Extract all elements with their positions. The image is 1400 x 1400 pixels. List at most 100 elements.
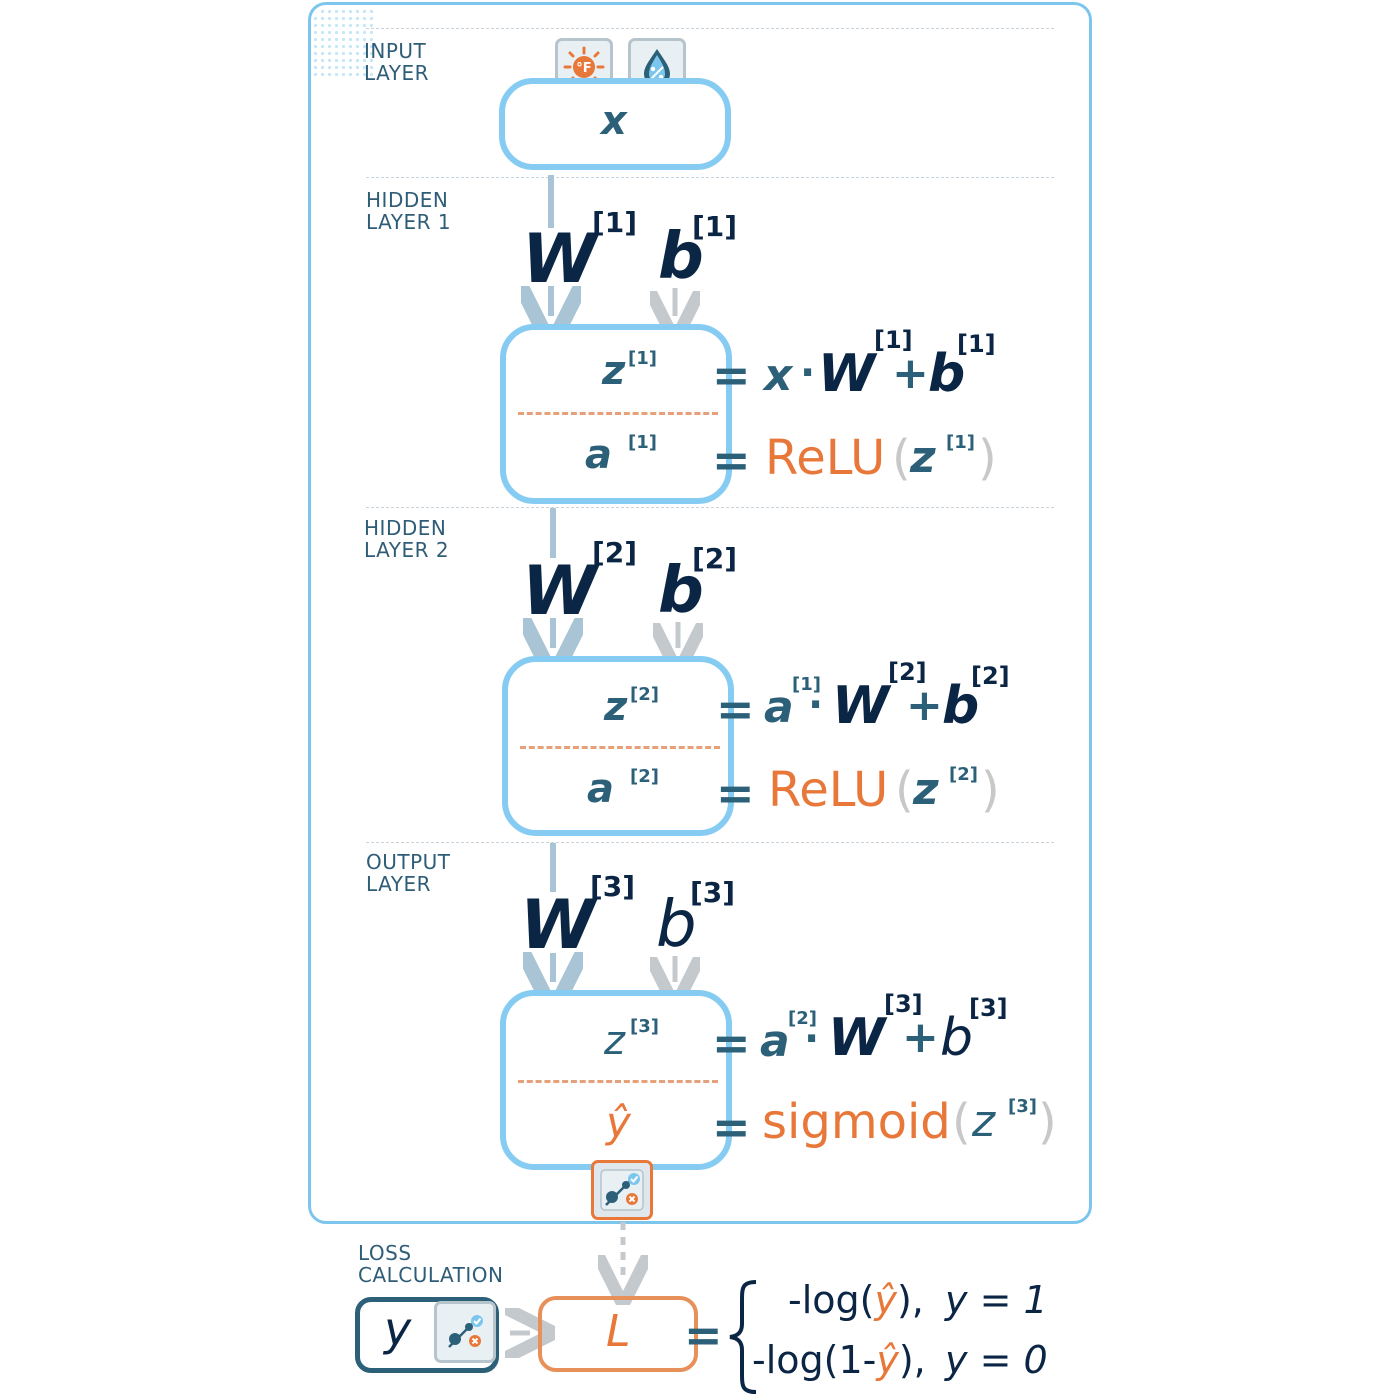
- dot-pattern: [312, 8, 374, 78]
- output-layer-label: OUTPUT LAYER: [366, 850, 451, 896]
- plus-operator: +: [902, 1012, 939, 1063]
- left-paren: (: [892, 430, 911, 486]
- eq3-b: b: [940, 1008, 974, 1068]
- dot-operator: ·: [804, 1016, 820, 1062]
- brace: [729, 1280, 757, 1394]
- weight-w1-superscript: [1]: [592, 206, 638, 239]
- loss-case-2-condition: y = 0: [945, 1338, 1048, 1382]
- y-hat: ŷ: [606, 1098, 631, 1147]
- divider: [366, 507, 1054, 508]
- a2: a: [587, 766, 614, 812]
- loss-case-2: -log(1-ŷ),: [752, 1338, 926, 1382]
- weight-w3: W: [520, 886, 596, 965]
- hidden-layer-2-label: HIDDEN LAYER 2: [364, 516, 450, 562]
- left-paren: (: [952, 1094, 971, 1150]
- relu-function: ReLU: [765, 430, 886, 486]
- z3: z: [604, 1018, 625, 1064]
- weight-w1: W: [522, 220, 598, 299]
- bias-b3: b: [656, 888, 697, 962]
- loss-case-2-cond: y = 0: [945, 1338, 1048, 1382]
- eq2-b-superscript: [2]: [971, 662, 1010, 690]
- input-node: [499, 78, 731, 170]
- weight-w3-superscript: [3]: [590, 870, 636, 903]
- loss-box: [538, 1296, 698, 1372]
- weight-w2-superscript: [2]: [592, 536, 638, 569]
- relu-arg-z2: z: [913, 764, 939, 815]
- divider: [366, 177, 1054, 178]
- eq2-b: b: [942, 676, 980, 736]
- relu-arg-z1-superscript: [1]: [946, 432, 975, 453]
- eq1-w-superscript: [1]: [874, 326, 913, 354]
- z2-superscript: [2]: [630, 684, 659, 705]
- prediction-icon: [591, 1160, 653, 1220]
- bias-b1: b: [658, 220, 704, 294]
- bias-b1-superscript: [1]: [692, 210, 738, 243]
- right-paren: ): [978, 430, 997, 486]
- eq3-prev: a: [760, 1016, 790, 1067]
- loss-case-2-yhat: ŷ: [876, 1338, 899, 1382]
- loss-case-1-tail: ),: [896, 1278, 924, 1322]
- z2: z: [604, 684, 628, 730]
- eq1-b: b: [928, 344, 966, 404]
- eq3-prev-superscript: [2]: [788, 1008, 817, 1029]
- right-paren: ): [1038, 1094, 1057, 1150]
- loss-case-2-expr: -log(1-: [752, 1338, 877, 1382]
- loss-case-1: -log(ŷ),: [788, 1278, 924, 1322]
- eq2-w-superscript: [2]: [888, 658, 927, 686]
- equals-sign: =: [712, 433, 751, 487]
- eq2-prev-superscript: [1]: [792, 674, 821, 695]
- bias-b3-superscript: [3]: [690, 876, 736, 909]
- eq3-b-superscript: [3]: [969, 994, 1008, 1022]
- input-layer-label: INPUT LAYER: [364, 39, 429, 85]
- eq1-prev: x: [764, 350, 793, 401]
- node-separator: [518, 412, 718, 415]
- plus-operator: +: [906, 680, 943, 731]
- divider: [366, 28, 1054, 29]
- divider: [366, 842, 1054, 843]
- dot-operator: ·: [808, 682, 824, 728]
- eq2-prev: a: [764, 682, 794, 733]
- sigmoid-arg-z3-superscript: [3]: [1008, 1096, 1037, 1117]
- equals-sign: =: [712, 1100, 751, 1154]
- label-y: y: [384, 1302, 412, 1356]
- equals-sign: =: [716, 682, 755, 736]
- sigmoid-function: sigmoid: [762, 1094, 951, 1150]
- loss-case-1-cond: y = 1: [945, 1278, 1048, 1322]
- weight-w2: W: [522, 552, 598, 631]
- eq2-w: W: [832, 676, 890, 736]
- left-paren: (: [895, 762, 914, 818]
- a1: a: [585, 432, 612, 478]
- dot-operator: ·: [800, 350, 816, 396]
- equals-sign: =: [712, 1016, 751, 1070]
- network-frame: [308, 2, 1092, 1224]
- a2-superscript: [2]: [630, 766, 659, 787]
- eq1-b-superscript: [1]: [957, 330, 996, 358]
- loss-case-2-tail: ),: [898, 1338, 926, 1382]
- relu-function: ReLU: [768, 762, 889, 818]
- bias-b2-superscript: [2]: [692, 542, 738, 575]
- loss-case-1-expr: -log(: [788, 1278, 875, 1322]
- z1-superscript: [1]: [628, 348, 657, 369]
- bias-b2: b: [658, 554, 704, 628]
- input-x: x: [601, 98, 627, 144]
- node-separator: [520, 746, 720, 749]
- plus-operator: +: [892, 348, 929, 399]
- loss-calculation-label: LOSS CALCULATION: [358, 1241, 504, 1287]
- hidden-layer-1-label: HIDDEN LAYER 1: [366, 188, 452, 234]
- right-paren: ): [981, 762, 1000, 818]
- relu-arg-z1: z: [910, 432, 936, 483]
- eq1-w: W: [818, 344, 876, 404]
- sigmoid-arg-z3: z: [972, 1096, 996, 1147]
- eq3-w: W: [828, 1008, 886, 1068]
- loss-case-1-condition: y = 1: [945, 1278, 1048, 1322]
- relu-arg-z2-superscript: [2]: [949, 764, 978, 785]
- eq3-w-superscript: [3]: [884, 990, 923, 1018]
- loss-case-1-yhat: ŷ: [874, 1278, 897, 1322]
- equals-sign: =: [684, 1308, 723, 1362]
- equals-sign: =: [716, 766, 755, 820]
- z3-superscript: [3]: [630, 1016, 659, 1037]
- prediction-icon: [434, 1301, 496, 1363]
- z1: z: [602, 348, 626, 394]
- svg-text:°F: °F: [576, 61, 591, 76]
